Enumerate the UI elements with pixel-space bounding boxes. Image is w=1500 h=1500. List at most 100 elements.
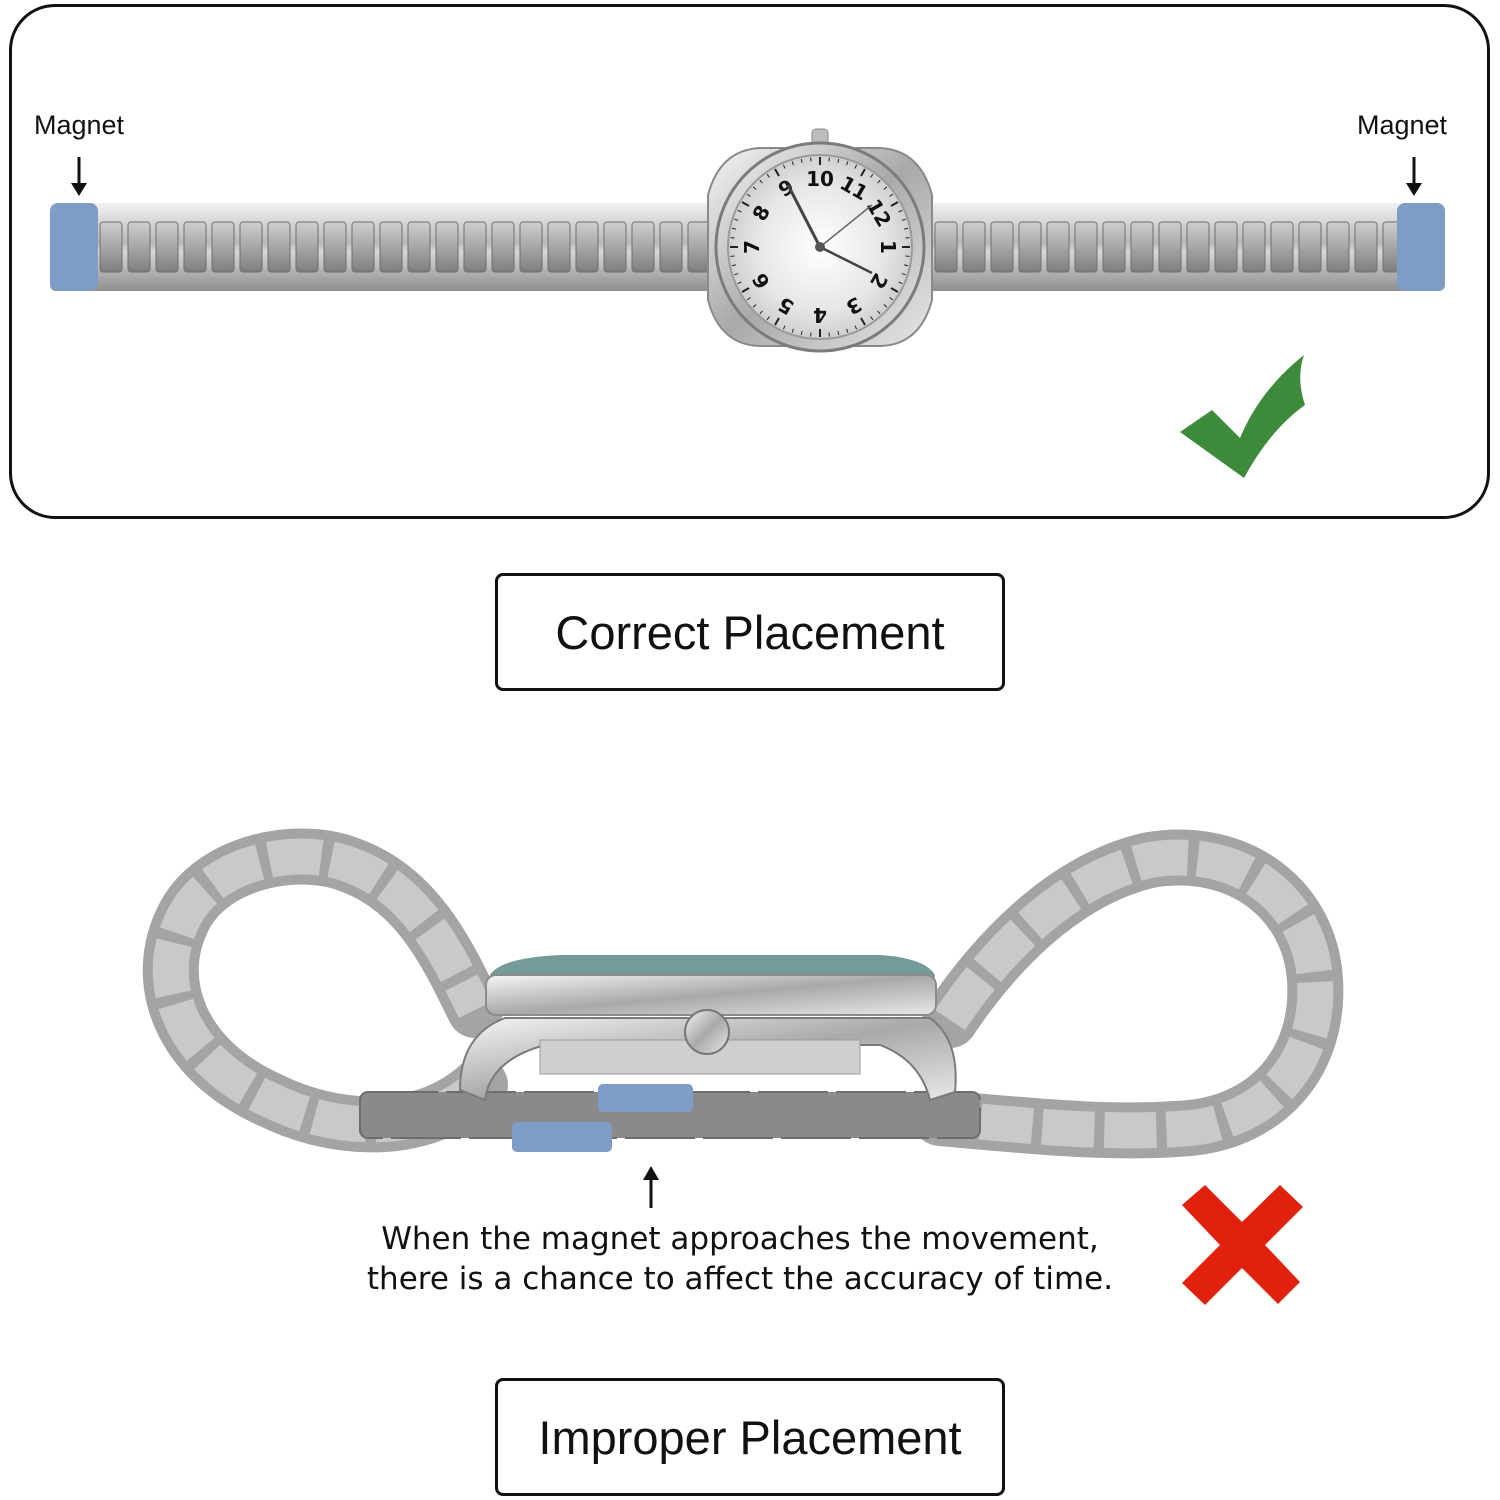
dial-tick [737, 281, 742, 285]
bracelet-link [323, 221, 347, 273]
bracelet-link [575, 221, 599, 273]
arrow-down-icon [1406, 157, 1422, 196]
bracelet-link [1298, 221, 1322, 273]
arrow-down-icon [71, 157, 87, 196]
bracelet-link [1158, 221, 1182, 273]
dial-tick [846, 161, 849, 166]
dial-tick [741, 287, 750, 293]
bracelet-link [463, 221, 487, 273]
bracelet-link [1102, 221, 1126, 273]
dial-tick [898, 209, 903, 213]
dial-tick [731, 264, 736, 267]
bracelet-link [211, 221, 235, 273]
dial-tick [734, 273, 739, 276]
bracelet-link [1018, 221, 1042, 273]
bracelet-link [435, 221, 459, 273]
warning-line-1: When the magnet approaches the movement, [381, 1221, 1099, 1257]
improper-placement-text: Improper Placement [538, 1410, 962, 1464]
dial-number: 1 [876, 240, 900, 254]
bracelet-link [687, 221, 711, 273]
bracelet-link [962, 221, 986, 273]
magnet-left [50, 203, 98, 291]
dial-tick [737, 209, 742, 213]
bracelet-link [659, 221, 683, 273]
magnet-upper [598, 1084, 693, 1112]
dial-tick [782, 325, 786, 330]
dial-tick [883, 186, 888, 190]
dial-tick [898, 281, 903, 285]
dial-tick [766, 316, 770, 321]
bracelet-link [1214, 221, 1238, 273]
bracelet-link [1242, 221, 1266, 273]
dial-tick [877, 179, 881, 184]
dial-tick [904, 264, 909, 267]
dial-tick [746, 193, 751, 197]
bracelet-link [1186, 221, 1210, 273]
dial-tick [774, 168, 780, 177]
dial-tick [791, 161, 794, 166]
correct-placement-text: Correct Placement [555, 605, 945, 659]
warning-line-2: there is a chance to affect the accuracy… [366, 1261, 1114, 1297]
magnet-left-label: Magnet [34, 110, 125, 140]
dial-tick [901, 273, 906, 276]
dial-tick [846, 328, 849, 333]
dial-number: 10 [806, 167, 834, 191]
correct-placement-label: Correct Placement [495, 573, 1005, 691]
check-icon [1180, 355, 1305, 478]
dial-tick [759, 310, 763, 315]
dial-tick [854, 164, 858, 169]
dial-tick [860, 168, 866, 177]
second-hand [819, 204, 873, 248]
dial-tick [800, 331, 803, 336]
dial-tick [734, 218, 739, 221]
magnet-lower [512, 1122, 612, 1152]
bracelet-link [990, 221, 1014, 273]
dial-tick [774, 317, 780, 326]
dial-tick [854, 325, 858, 330]
dial-tick [870, 316, 874, 321]
dial-tick [741, 201, 750, 207]
bracelet-link [631, 221, 655, 273]
magnet-right [1397, 203, 1445, 291]
bracelet-links [99, 221, 1406, 273]
bracelet-link [99, 221, 123, 273]
bracelet-link [267, 221, 291, 273]
dial-tick [752, 304, 757, 308]
bracelet-link [1046, 221, 1070, 273]
dial-tick [890, 201, 899, 207]
bracelet-link [407, 221, 431, 273]
dial-tick [837, 331, 840, 336]
bracelet-link [1354, 221, 1378, 273]
dial-number: 4 [813, 303, 827, 327]
bracelet-link [1270, 221, 1294, 273]
minute-hand [819, 245, 873, 275]
bracelet-link [934, 221, 958, 273]
dial-tick [752, 186, 757, 190]
dial-tick [889, 193, 894, 197]
crown-icon [684, 1009, 730, 1055]
cross-icon [1182, 1185, 1303, 1305]
dial-tick [877, 310, 881, 315]
bracelet-link [491, 221, 515, 273]
dial-tick [870, 173, 874, 178]
magnet-right-label: Magnet [1357, 110, 1448, 140]
dial-tick [759, 179, 763, 184]
dial-tick [837, 158, 840, 163]
bracelet-link [519, 221, 543, 273]
bracelet-link [379, 221, 403, 273]
improper-placement-label: Improper Placement [495, 1378, 1005, 1496]
bracelet-link [603, 221, 627, 273]
dial-tick [883, 304, 888, 308]
looped-bracelet [142, 828, 1344, 1159]
dial-tick [766, 173, 770, 178]
dial-tick [889, 297, 894, 301]
watch-side-view [458, 955, 957, 1102]
arrow-up-icon [643, 1166, 659, 1208]
bracelet-link [239, 221, 263, 273]
dial-tick [746, 297, 751, 301]
dial-tick [731, 227, 736, 230]
bracelet-link [1130, 221, 1154, 273]
dial-tick [901, 218, 906, 221]
